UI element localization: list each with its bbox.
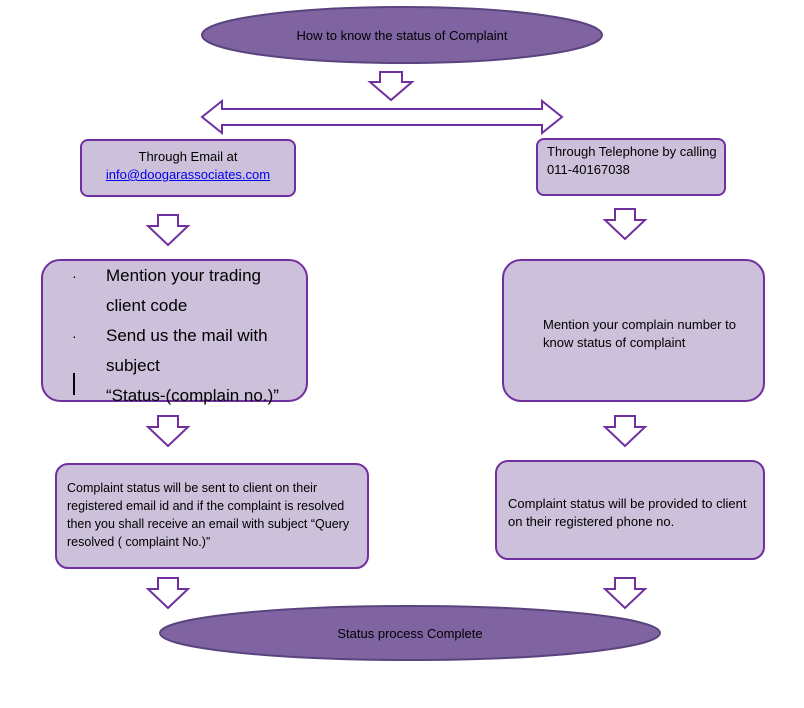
email-header-text: Through Email at info@doogarassociates.c… xyxy=(81,148,295,184)
phone-result-box xyxy=(495,460,765,560)
down-arrow-icon xyxy=(367,71,415,102)
down-arrow-icon xyxy=(602,208,648,241)
text-cursor-icon xyxy=(73,373,75,395)
start-label: How to know the status of Complaint xyxy=(296,27,508,43)
phone-header-box xyxy=(536,138,726,196)
down-arrow-icon xyxy=(602,415,648,448)
email-result-text: Complaint status will be sent to client … xyxy=(67,481,350,549)
phone-header-text: Through Telephone by calling 011-4016703… xyxy=(547,144,717,177)
subject-format-line: “Status-(complain no.)” xyxy=(72,381,304,411)
email-instructions-box xyxy=(41,259,308,402)
down-arrow-icon xyxy=(145,577,191,610)
email-instructions-text: · Mention your trading client code · Sen… xyxy=(72,261,304,411)
bullet-item: · Send us the mail with subject xyxy=(72,321,304,381)
bullet-text: Send us the mail with subject xyxy=(106,326,268,375)
email-header-label: Through Email at xyxy=(138,149,238,164)
subject-format: “Status-(complain no.)” xyxy=(106,386,279,405)
end-label: Status process Complete xyxy=(337,625,483,641)
bullet-text: Mention your trading client code xyxy=(106,266,261,315)
phone-instructions-text: Mention your complain number to know sta… xyxy=(543,317,736,350)
email-header-box xyxy=(80,139,296,197)
email-link[interactable]: info@doogarassociates.com xyxy=(105,167,271,182)
bullet-item: · Mention your trading client code xyxy=(72,261,304,321)
down-arrow-icon xyxy=(602,577,648,610)
phone-result-text: Complaint status will be provided to cli… xyxy=(508,496,747,529)
start-oval xyxy=(201,6,603,64)
end-oval xyxy=(159,605,661,661)
email-result-box xyxy=(55,463,369,569)
bullet-dot-icon: · xyxy=(72,328,77,344)
phone-instructions-box xyxy=(502,259,765,402)
bullet-dot-icon: · xyxy=(72,268,77,284)
down-arrow-icon xyxy=(145,214,191,247)
double-arrow-icon xyxy=(200,98,564,136)
down-arrow-icon xyxy=(145,415,191,448)
